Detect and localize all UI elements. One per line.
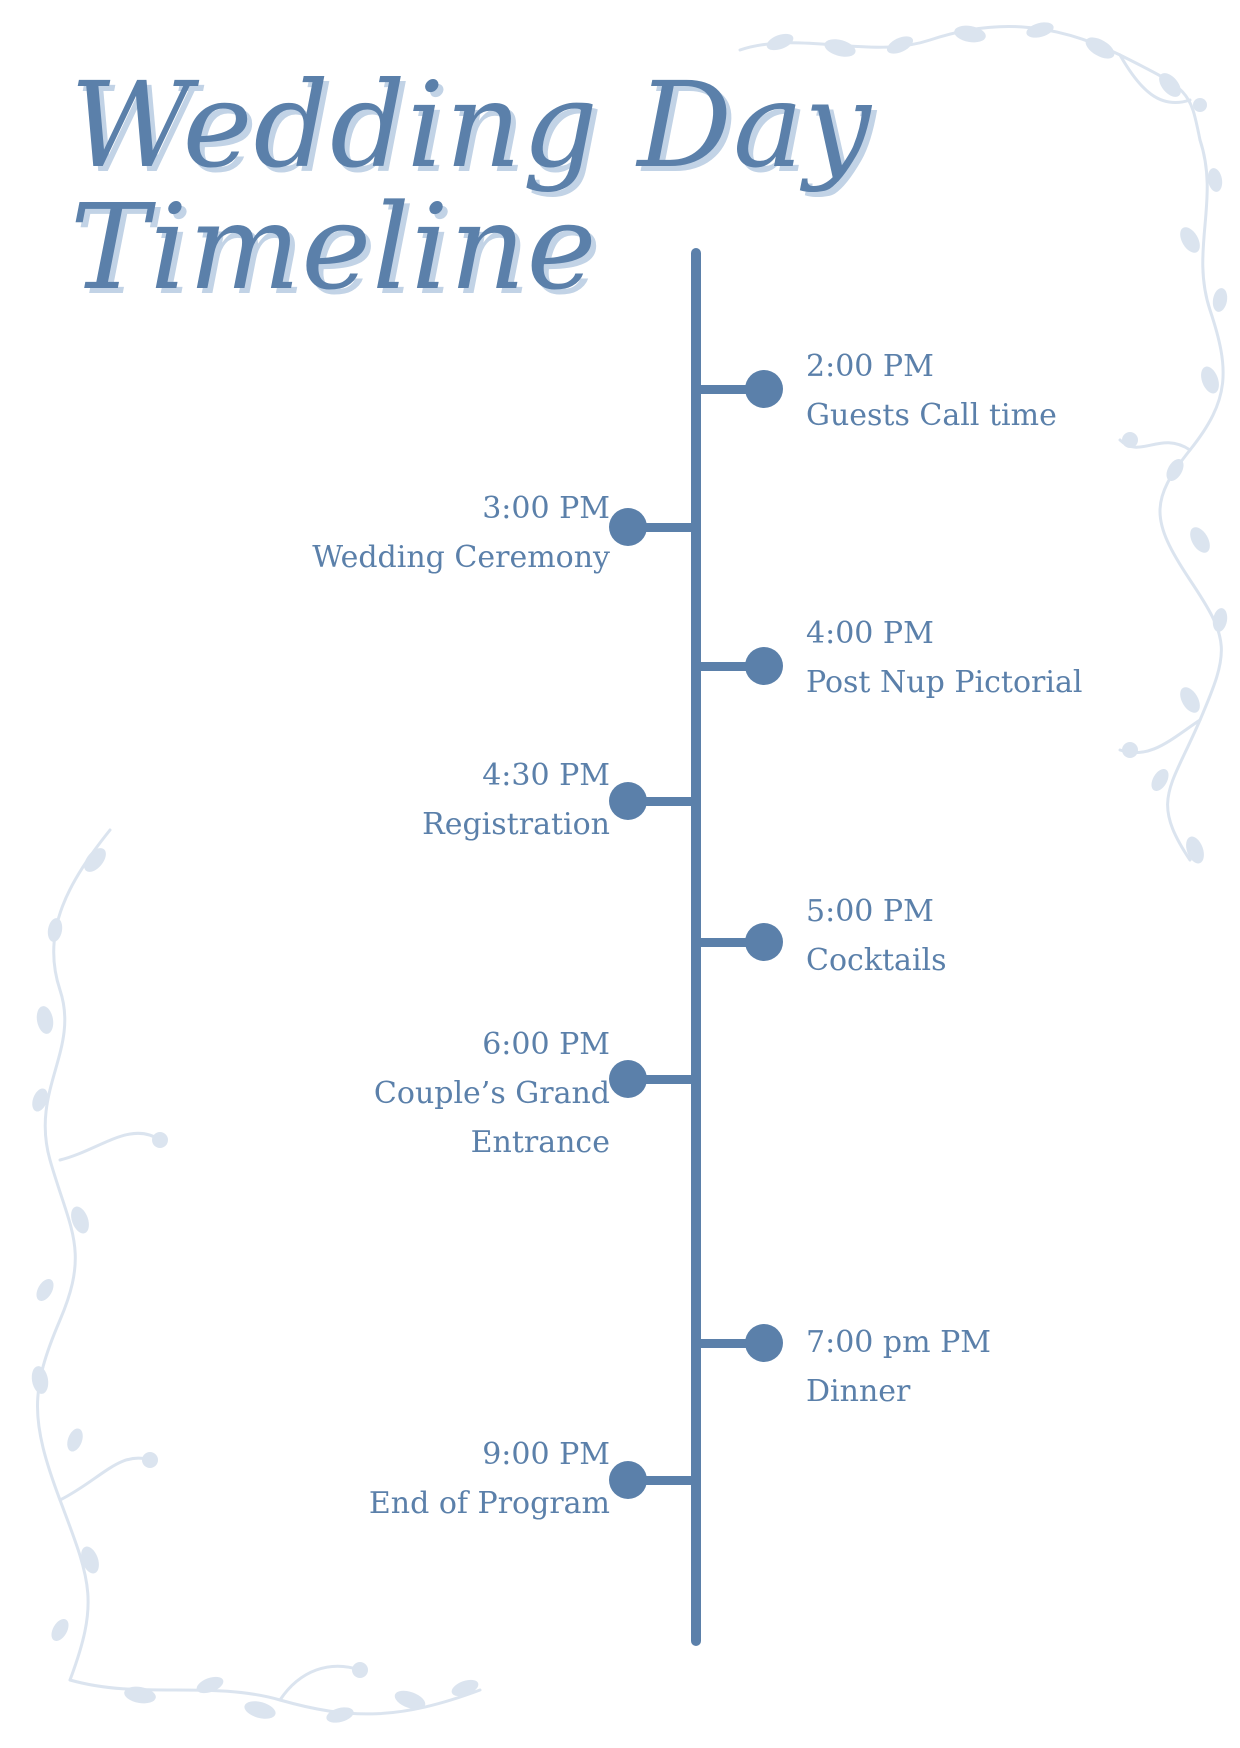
timeline-connector — [625, 523, 695, 532]
timeline-connector — [700, 1339, 770, 1348]
event-time: 6:00 PM — [482, 1027, 610, 1062]
timeline-event: 3:00 PM Wedding Ceremony — [190, 484, 610, 582]
event-time: 3:00 PM — [482, 491, 610, 526]
timeline-dot — [609, 1060, 647, 1098]
event-time: 5:00 PM — [806, 894, 934, 929]
floral-vine-top-right-icon — [738, 22, 1228, 864]
timeline-event: 4:00 PM Post Nup Pictorial — [806, 609, 1226, 707]
event-time: 9:00 PM — [482, 1437, 610, 1472]
timeline-connector — [625, 797, 695, 806]
event-label: Wedding Ceremony — [312, 540, 610, 575]
timeline-event: 2:00 PM Guests Call time — [806, 342, 1226, 440]
timeline-connector — [700, 385, 770, 394]
event-time: 2:00 PM — [806, 349, 934, 384]
timeline-dot — [745, 923, 783, 961]
timeline-event: 6:00 PM Couple’s Grand Entrance — [190, 1020, 610, 1167]
timeline-dot — [609, 782, 647, 820]
timeline-event: 7:00 pm PM Dinner — [806, 1318, 1226, 1416]
page-title-line-2: Timeline — [70, 178, 598, 316]
timeline-axis — [691, 248, 701, 1646]
event-time: 4:30 PM — [482, 758, 610, 793]
event-label: Guests Call time — [806, 398, 1057, 433]
event-time: 4:00 PM — [806, 616, 934, 651]
event-label-line-1: Couple’s Grand — [373, 1076, 610, 1111]
timeline-event: 9:00 PM End of Program — [190, 1430, 610, 1528]
timeline-connector — [625, 1476, 695, 1485]
timeline-connector — [700, 662, 770, 671]
timeline-connector — [625, 1075, 695, 1084]
page-title-line-1: Wedding Day — [70, 56, 872, 194]
timeline-dot — [745, 1324, 783, 1362]
timeline-dot — [745, 647, 783, 685]
event-label: Dinner — [806, 1374, 911, 1409]
timeline-dot — [745, 370, 783, 408]
timeline-connector — [700, 938, 770, 947]
event-label: Registration — [422, 807, 610, 842]
timeline-dot — [609, 508, 647, 546]
event-label: Cocktails — [806, 943, 947, 978]
timeline-event: 4:30 PM Registration — [190, 751, 610, 849]
event-time: 7:00 pm PM — [806, 1325, 991, 1360]
timeline-dot — [609, 1461, 647, 1499]
floral-vine-bottom-left-icon — [31, 828, 482, 1723]
event-label-line-2: Entrance — [470, 1125, 610, 1160]
timeline-event: 5:00 PM Cocktails — [806, 887, 1226, 985]
event-label: End of Program — [368, 1486, 610, 1521]
event-label: Post Nup Pictorial — [806, 665, 1083, 700]
